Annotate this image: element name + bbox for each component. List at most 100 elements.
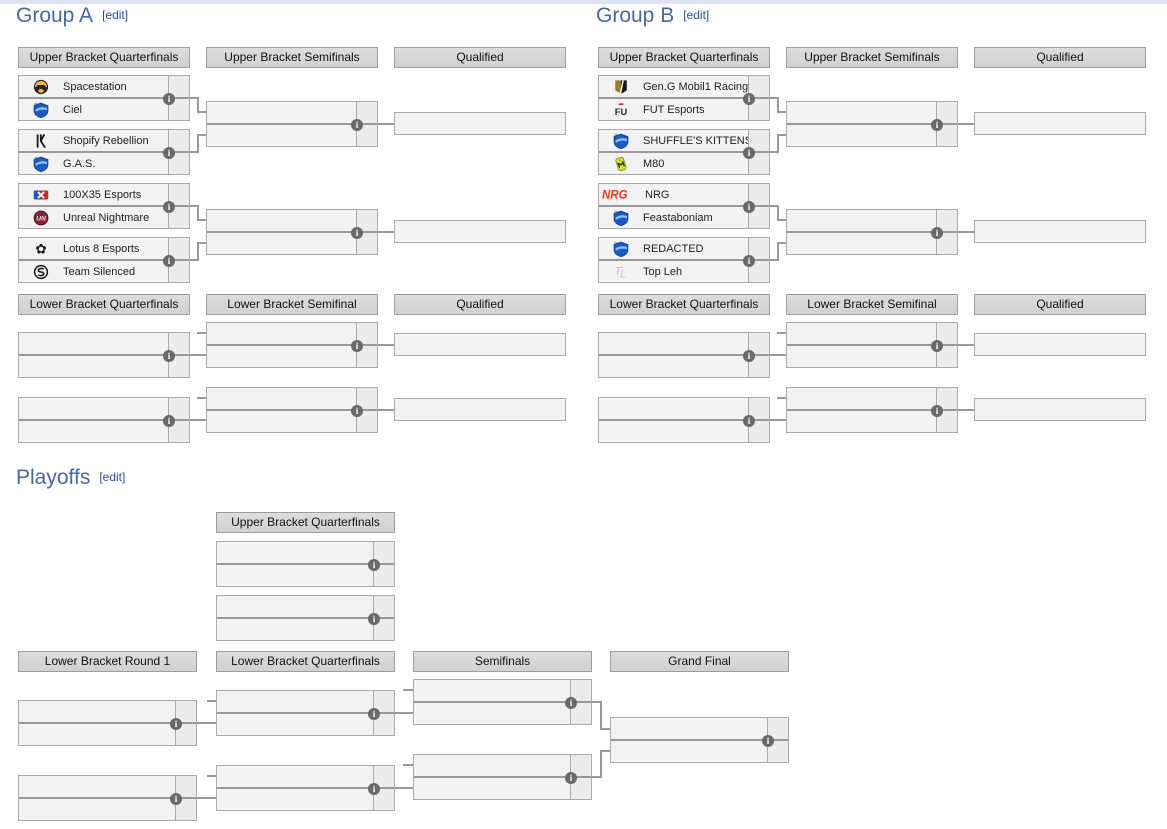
- team-unreal-nightmare[interactable]: UN Unreal Nightmare: [19, 207, 168, 228]
- qualified-slot-gb-ub-1: [974, 112, 1146, 135]
- info-icon[interactable]: i: [931, 227, 943, 239]
- info-icon[interactable]: i: [170, 718, 182, 730]
- team-feastaboniam[interactable]: Feastaboniam: [599, 207, 748, 228]
- header-po-semifinals: Semifinals: [413, 651, 592, 672]
- info-icon[interactable]: i: [163, 350, 175, 362]
- group-a-edit-link[interactable]: [edit]: [102, 8, 129, 22]
- team-spacestation[interactable]: Spacestation: [19, 76, 168, 97]
- match-divider: [414, 776, 591, 778]
- bracket-connector: [197, 134, 199, 153]
- bracket-connector: [777, 332, 786, 334]
- rocket-league-shield-icon: [24, 102, 58, 118]
- team-fut-esports[interactable]: FU FUT Esports: [599, 99, 748, 120]
- team-name: Lotus 8 Esports: [63, 242, 140, 255]
- info-icon[interactable]: i: [163, 255, 175, 267]
- team-ciel[interactable]: Ciel: [19, 99, 168, 120]
- bracket-connector: [777, 111, 786, 113]
- bracket-connector: [770, 151, 779, 153]
- match-gb-lbsf-2: i: [786, 387, 958, 433]
- team-name: Feastaboniam: [643, 211, 713, 224]
- match-divider: [207, 409, 377, 411]
- match-po-lbr1-2: i: [18, 775, 197, 821]
- shopify-rebellion-icon: [24, 133, 58, 149]
- bracket-connector: [197, 205, 199, 221]
- geng-icon: [604, 79, 638, 95]
- bracket-connector: [190, 259, 199, 261]
- bracket-connector: [403, 764, 413, 766]
- match-divider: [207, 231, 377, 233]
- team-redacted[interactable]: REDACTED: [599, 238, 748, 259]
- info-icon[interactable]: i: [351, 405, 363, 417]
- match-po-sf-2: i: [413, 754, 592, 800]
- bracket-connector: [197, 111, 206, 113]
- playoffs-title-text: Playoffs: [16, 466, 91, 489]
- info-icon[interactable]: i: [743, 350, 755, 362]
- playoffs-edit-link[interactable]: [edit]: [99, 470, 126, 484]
- group-b-edit-link[interactable]: [edit]: [683, 8, 710, 22]
- bracket-connector: [600, 728, 610, 730]
- team-geng-mobil1-racing[interactable]: Gen.G Mobil1 Racing: [599, 76, 748, 97]
- match-divider: [787, 231, 957, 233]
- info-icon[interactable]: i: [351, 340, 363, 352]
- bracket-connector: [600, 701, 602, 730]
- group-b-heading: Group B[edit]: [596, 4, 709, 28]
- info-icon[interactable]: i: [368, 783, 380, 795]
- match-ga-lbsf-1: i: [206, 322, 378, 368]
- info-icon[interactable]: i: [743, 415, 755, 427]
- team-shopify-rebellion[interactable]: Shopify Rebellion: [19, 130, 168, 151]
- info-icon[interactable]: i: [163, 201, 175, 213]
- info-icon[interactable]: i: [743, 93, 755, 105]
- header-gb-lb-semifinal: Lower Bracket Semifinal: [786, 294, 958, 315]
- team-name: M80: [643, 157, 665, 170]
- playoffs-heading: Playoffs [edit]: [16, 466, 125, 490]
- info-icon[interactable]: i: [170, 793, 182, 805]
- qualified-slot-ga-ub-2: [394, 220, 566, 243]
- bracket-connector: [770, 259, 779, 261]
- team-shuffles-kittens[interactable]: SHUFFLE'S KITTENS: [599, 130, 752, 151]
- team-gas[interactable]: G.A.S.: [19, 153, 168, 174]
- team-silenced-icon: [24, 264, 58, 280]
- match-ga-ubsf-1: i: [206, 101, 378, 147]
- match-divider: [787, 123, 957, 125]
- info-icon[interactable]: i: [163, 93, 175, 105]
- bracket-connector: [777, 242, 786, 244]
- match-divider: [787, 409, 957, 411]
- info-icon[interactable]: i: [163, 147, 175, 159]
- match-gb-lbsf-1: i: [786, 322, 958, 368]
- match-divider: [207, 123, 377, 125]
- match-divider: [207, 344, 377, 346]
- info-icon[interactable]: i: [931, 119, 943, 131]
- bracket-connector: [770, 419, 786, 421]
- match-po-ubqf-1: i: [216, 541, 395, 587]
- 100x35-icon: [24, 187, 58, 203]
- info-icon[interactable]: i: [351, 119, 363, 131]
- bracket-connector: [197, 397, 206, 399]
- info-icon[interactable]: i: [762, 735, 774, 747]
- info-icon[interactable]: i: [351, 227, 363, 239]
- info-icon[interactable]: i: [743, 147, 755, 159]
- team-100x35-esports[interactable]: 100X35 Esports: [19, 184, 168, 205]
- info-icon[interactable]: i: [931, 340, 943, 352]
- team-team-silenced[interactable]: Team Silenced: [19, 261, 168, 282]
- team-nrg[interactable]: NRG NRG: [599, 184, 748, 205]
- m80-icon: [604, 156, 638, 172]
- info-icon[interactable]: i: [368, 559, 380, 571]
- info-icon[interactable]: i: [163, 415, 175, 427]
- info-icon[interactable]: i: [565, 772, 577, 784]
- team-m80[interactable]: M80: [599, 153, 748, 174]
- qualified-slot-ga-lb-2: [394, 398, 566, 421]
- info-icon[interactable]: i: [743, 255, 755, 267]
- match-ga-ubqf-1: Spacestation Ciel i: [18, 75, 190, 121]
- info-icon[interactable]: i: [368, 708, 380, 720]
- team-lotus-8-esports[interactable]: ✿ Lotus 8 Esports: [19, 238, 168, 259]
- team-name: Top Leh: [643, 265, 683, 278]
- rocket-league-shield-icon: [604, 241, 638, 257]
- team-name: Unreal Nightmare: [63, 211, 150, 224]
- info-icon[interactable]: i: [931, 405, 943, 417]
- qualified-slot-ga-lb-1: [394, 333, 566, 356]
- info-icon[interactable]: i: [565, 697, 577, 709]
- info-icon[interactable]: i: [743, 201, 755, 213]
- info-icon[interactable]: i: [368, 613, 380, 625]
